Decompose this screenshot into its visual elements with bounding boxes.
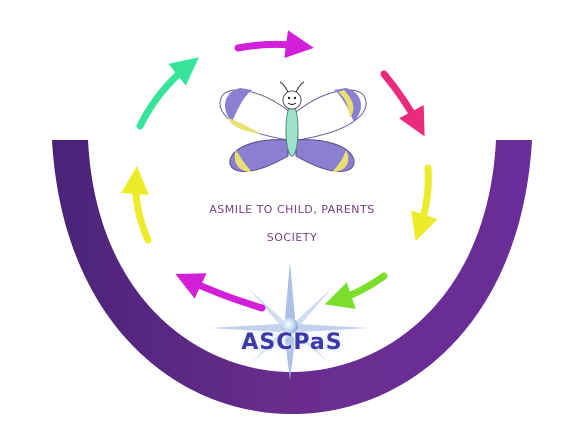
crescent-shape bbox=[52, 140, 532, 414]
org-name-line1: ASMILE TO CHILD, PARENTS bbox=[209, 203, 375, 216]
butterfly-icon bbox=[216, 81, 367, 178]
compass-star-icon bbox=[210, 262, 370, 380]
cycle-arrows-icon bbox=[121, 30, 438, 312]
org-acronym: ASCPaS bbox=[241, 330, 343, 355]
org-name-line2: SOCIETY bbox=[266, 231, 318, 244]
